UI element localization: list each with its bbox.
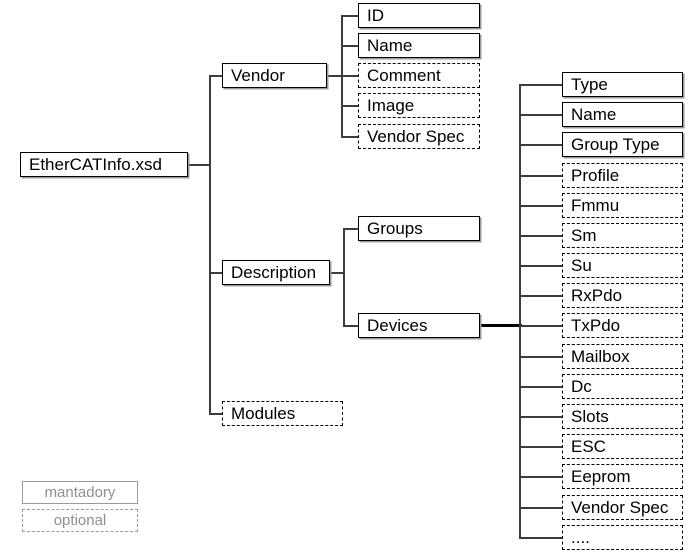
connector-root-to-modules <box>209 413 223 415</box>
legend-mandatory: mantadory <box>22 481 138 504</box>
connector-vendor-to-id <box>341 15 359 17</box>
node-device-name[interactable]: Name <box>562 102 683 127</box>
connector-root-trunk <box>209 75 211 414</box>
connector-devices-to-dc <box>519 386 563 388</box>
connector-devices-trunk <box>519 84 521 539</box>
connector-vendor-out <box>327 75 343 77</box>
connector-devices-to-esc <box>519 446 563 448</box>
node-vendor-vendor-spec[interactable]: Vendor Spec <box>358 124 480 149</box>
connector-devices-to-ellipsis <box>519 537 563 539</box>
connector-vendor-to-vendorspec <box>341 136 359 138</box>
connector-devices-to-su <box>519 265 563 267</box>
connector-devices-to-slots <box>519 416 563 418</box>
connector-root-to-description <box>209 272 223 274</box>
node-device-vendor-spec[interactable]: Vendor Spec <box>562 495 683 520</box>
node-device-fmmu[interactable]: Fmmu <box>562 193 683 218</box>
node-device-type[interactable]: Type <box>562 72 683 97</box>
node-devices[interactable]: Devices <box>358 313 480 338</box>
connector-devices-to-eeprom <box>519 476 563 478</box>
connector-description-to-devices <box>343 325 359 327</box>
node-ethercatinfo-xsd[interactable]: EtherCATInfo.xsd <box>20 152 188 177</box>
connector-devices-to-type <box>519 84 563 86</box>
connector-root-out <box>188 164 210 166</box>
connector-devices-to-mailbox <box>519 356 563 358</box>
connector-description-to-groups <box>343 228 359 230</box>
connector-devices-to-rxpdo <box>519 295 563 297</box>
node-device-group-type[interactable]: Group Type <box>562 132 683 157</box>
connector-devices-out <box>479 324 522 327</box>
node-modules[interactable]: Modules <box>222 401 343 426</box>
connector-description-out <box>330 272 344 274</box>
connector-vendor-to-image <box>341 105 359 107</box>
connector-devices-to-vendorspec <box>519 507 563 509</box>
connector-vendor-to-name <box>341 45 359 47</box>
node-device-slots[interactable]: Slots <box>562 404 683 429</box>
node-device-ellipsis[interactable]: .... <box>562 525 683 550</box>
node-device-rxpdo[interactable]: RxPdo <box>562 283 683 308</box>
connector-description-trunk <box>343 228 345 326</box>
node-vendor-comment[interactable]: Comment <box>358 63 480 88</box>
connector-root-to-vendor <box>209 75 223 77</box>
connector-devices-to-name <box>519 114 563 116</box>
node-device-mailbox[interactable]: Mailbox <box>562 344 683 369</box>
node-device-esc[interactable]: ESC <box>562 434 683 459</box>
node-device-su[interactable]: Su <box>562 253 683 278</box>
node-device-txpdo[interactable]: TxPdo <box>562 313 683 338</box>
node-vendor-id[interactable]: ID <box>358 3 480 28</box>
node-vendor-name[interactable]: Name <box>358 33 480 58</box>
connector-devices-to-fmmu <box>519 205 563 207</box>
connector-devices-to-profile <box>519 175 563 177</box>
connector-devices-to-txpdo <box>519 325 563 327</box>
connector-vendor-trunk <box>341 15 343 138</box>
connector-vendor-to-comment <box>341 75 359 77</box>
node-vendor-image[interactable]: Image <box>358 93 480 118</box>
node-device-profile[interactable]: Profile <box>562 163 683 188</box>
node-groups[interactable]: Groups <box>358 216 480 241</box>
node-device-eeprom[interactable]: Eeprom <box>562 464 683 489</box>
node-device-dc[interactable]: Dc <box>562 374 683 399</box>
legend-optional: optional <box>22 509 138 532</box>
node-description[interactable]: Description <box>222 260 330 285</box>
connector-devices-to-sm <box>519 235 563 237</box>
node-device-sm[interactable]: Sm <box>562 223 683 248</box>
node-vendor[interactable]: Vendor <box>222 63 327 88</box>
connector-devices-to-grouptype <box>519 144 563 146</box>
